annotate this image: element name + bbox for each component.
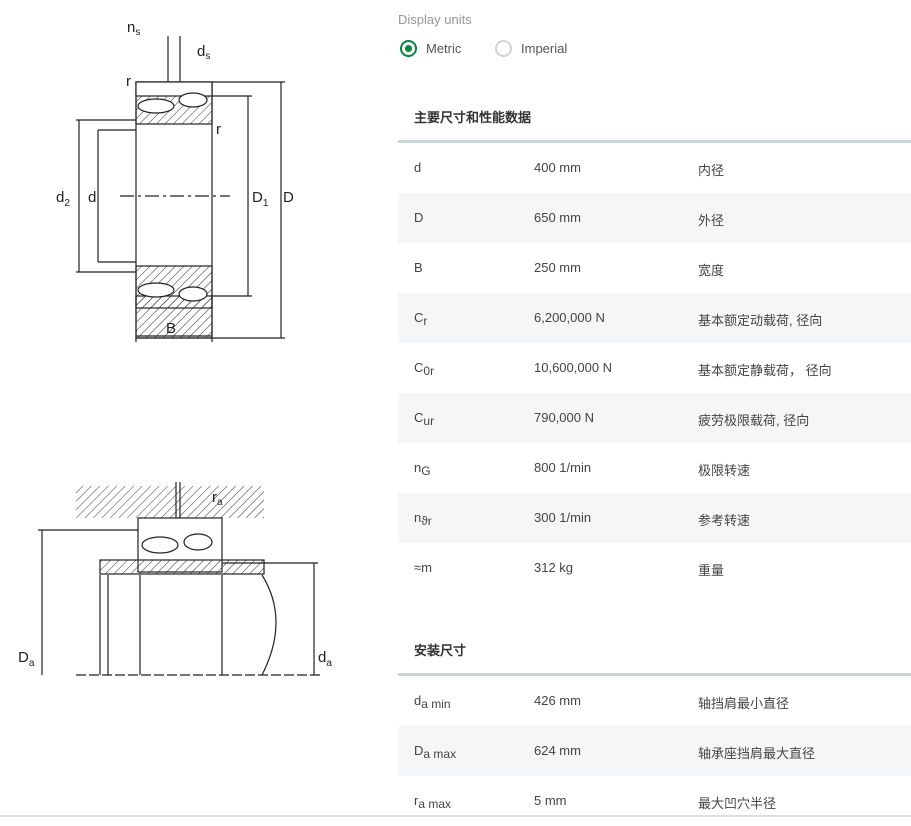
table-row: da min 426 mm 轴挡肩最小直径 [398, 676, 911, 726]
symbol: da min [414, 693, 451, 711]
value: 400 mm [534, 160, 581, 175]
svg-text:Da: Da [18, 649, 35, 669]
svg-text:ns: ns [127, 19, 140, 38]
metric-label: Metric [426, 41, 462, 56]
radio-unchecked-icon [495, 40, 512, 57]
description: 重量 [698, 563, 725, 578]
top-drawing-labels: ns ds r r d2 d D1 D B [56, 19, 294, 337]
display-units-label: Display units [398, 12, 472, 27]
bearing-drawings: ns ds r r d2 d D1 D B ra Da da [18, 19, 332, 676]
metric-radio[interactable]: Metric [400, 40, 461, 57]
description: 极限转速 [698, 463, 751, 478]
symbol: nϑr [414, 510, 432, 528]
value: 624 mm [534, 743, 581, 758]
symbol: ra max [414, 793, 452, 811]
svg-text:d2: d2 [56, 189, 70, 209]
description: 参考转速 [698, 513, 751, 528]
svg-text:d: d [88, 189, 96, 206]
bottom-divider [0, 815, 911, 817]
table-row: D 650 mm 外径 [398, 193, 911, 243]
value: 800 1/min [534, 460, 592, 475]
main-dimensions-title: 主要尺寸和性能数据 [414, 110, 532, 125]
description: 轴承座挡肩最大直径 [698, 746, 816, 761]
symbol: B [414, 260, 423, 275]
symbol: Cur [414, 410, 435, 428]
description: 最大凹穴半径 [698, 796, 777, 811]
table-row: ra max 5 mm 最大凹穴半径 [398, 776, 911, 826]
value: 6,200,000 N [534, 310, 605, 325]
description: 内径 [698, 163, 725, 178]
value: 790,000 N [534, 410, 594, 425]
svg-text:D: D [283, 189, 294, 206]
svg-text:r: r [216, 121, 221, 138]
divider [398, 673, 911, 676]
value: 426 mm [534, 693, 581, 708]
value: 250 mm [534, 260, 581, 275]
divider [398, 140, 911, 143]
description: 基本额定动载荷, 径向 [698, 313, 823, 328]
mounting-cross-section [38, 482, 320, 676]
svg-text:ds: ds [197, 43, 210, 62]
description: 外径 [698, 213, 725, 228]
mounting-dimensions-title: 安装尺寸 [414, 643, 467, 658]
radio-checked-icon [400, 40, 417, 57]
value: 650 mm [534, 210, 581, 225]
table-row: d 400 mm 内径 [398, 143, 911, 193]
description: 宽度 [698, 263, 725, 278]
svg-text:ra: ra [212, 489, 223, 508]
symbol: ≈m [414, 560, 432, 575]
svg-text:da: da [318, 649, 332, 669]
description: 轴挡肩最小直径 [698, 696, 790, 711]
bearing-cross-section [76, 36, 285, 342]
description: 疲劳极限载荷, 径向 [698, 413, 810, 428]
symbol: d [414, 160, 422, 175]
imperial-radio[interactable]: Imperial [495, 40, 567, 57]
symbol: C0r [414, 360, 435, 378]
table-row: B 250 mm 宽度 [398, 243, 911, 293]
imperial-label: Imperial [521, 41, 568, 56]
svg-text:r: r [126, 73, 131, 90]
value: 10,600,000 N [534, 360, 613, 375]
table-row: Cur 790,000 N 疲劳极限载荷, 径向 [398, 393, 911, 443]
table-row: Cr 6,200,000 N 基本额定动载荷, 径向 [398, 293, 911, 343]
value: 5 mm [534, 793, 567, 808]
table-row: nϑr 300 1/min 参考转速 [398, 493, 911, 543]
symbol: D [414, 210, 424, 225]
symbol: Da max [414, 743, 457, 761]
svg-text:D1: D1 [252, 189, 269, 209]
table-row: Da max 624 mm 轴承座挡肩最大直径 [398, 726, 911, 776]
svg-text:B: B [166, 320, 176, 337]
value: 300 1/min [534, 510, 592, 525]
table-row: nG 800 1/min 极限转速 [398, 443, 911, 493]
value: 312 kg [534, 560, 574, 575]
symbol: nG [414, 460, 431, 478]
table-row: ≈m 312 kg 重量 [398, 543, 911, 593]
description: 基本额定静载荷， 径向 [698, 363, 832, 378]
symbol: Cr [414, 310, 428, 328]
table-row: C0r 10,600,000 N 基本额定静载荷， 径向 [398, 343, 911, 393]
